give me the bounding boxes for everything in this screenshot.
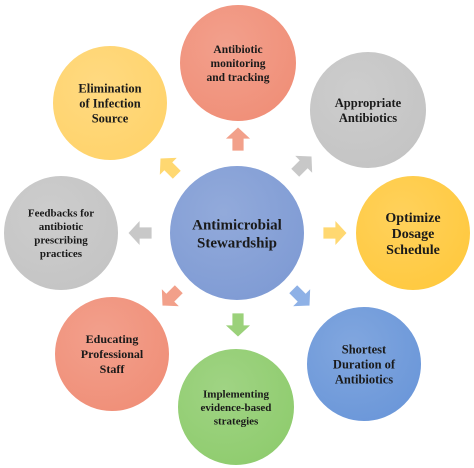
node-dosage-label-line: Dosage: [392, 227, 435, 242]
node-elimination-label-line: Elimination: [78, 81, 141, 95]
arrows-layer: [127, 126, 348, 338]
node-evidence-circle: [176, 347, 296, 467]
node-duration-circle: [305, 305, 423, 423]
node-dosage-label-line: Schedule: [386, 243, 440, 258]
node-elimination-label-line: Source: [92, 111, 129, 125]
node-staff-label-line: Professional: [81, 347, 144, 361]
node-staff-circle: [53, 295, 171, 413]
node-monitoring-label: Antibiotic monitoring and tracking: [207, 44, 270, 84]
node-appropriate-circle: [308, 50, 428, 170]
node-duration-label-line: Shortest: [342, 342, 387, 356]
node-dosage-circle: [354, 174, 472, 292]
node-staff-label-line: Educating: [86, 332, 139, 346]
node-dosage-arrow: [322, 218, 348, 248]
node-monitoring-circle: [178, 3, 298, 123]
node-duration-arrow: [288, 284, 312, 308]
node-feedback-label-line: practices: [40, 248, 83, 260]
node-duration-label-line: Antibiotics: [335, 372, 393, 386]
node-elimination-arrow: [158, 156, 182, 180]
node-elimination-label-line: of Infection: [79, 96, 140, 110]
node-staff-label-line: Staff: [100, 362, 126, 376]
node-monitoring-label-line: Antibiotic: [213, 44, 262, 56]
node-feedback-circle: [2, 174, 120, 292]
node-elimination-circle: [51, 44, 169, 162]
node-feedback-label-line: Feedbacks for: [28, 208, 94, 220]
node-appropriate-label-line: Antibiotics: [339, 111, 397, 125]
node-dosage-label-line: Optimize: [385, 211, 440, 226]
node-staff-arrow: [160, 284, 184, 308]
node-monitoring-arrow: [223, 126, 253, 152]
node-monitoring: Antibiotic monitoring and tracking: [178, 3, 298, 123]
node-evidence-label-line: Implementing: [203, 388, 270, 400]
center-node-label-line: Antimicrobial: [192, 217, 282, 233]
node-feedback-arrow: [127, 218, 153, 248]
nodes-layer: Antibiotic monitoring and trackingAppropri…: [2, 3, 472, 467]
node-feedback-label-line: prescribing: [34, 235, 88, 247]
node-evidence-label-line: strategies: [214, 415, 259, 427]
node-evidence-label-line: evidence-based: [201, 402, 272, 414]
center-node-circle: [168, 164, 306, 302]
node-feedback-label-line: antibiotic: [39, 221, 84, 233]
node-monitoring-label-line: monitoring: [211, 58, 266, 70]
node-appropriate-arrow: [290, 154, 314, 178]
node-monitoring-label-line: and tracking: [207, 72, 270, 84]
node-appropriate-label-line: Appropriate: [335, 96, 402, 110]
center-node-label-line: Stewardship: [197, 235, 277, 251]
node-evidence-arrow: [223, 312, 253, 338]
node-duration-label-line: Duration of: [333, 357, 396, 371]
